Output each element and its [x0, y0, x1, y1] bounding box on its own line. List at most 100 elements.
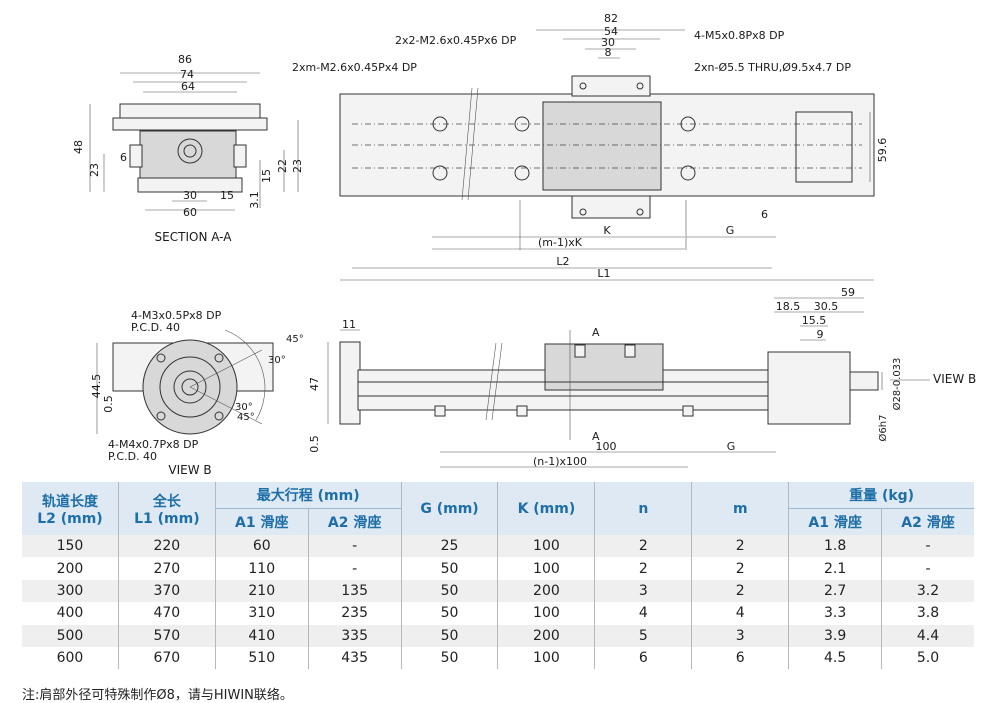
- header-rail-length: 轨道长度 L2 (mm): [22, 482, 119, 535]
- table-cell: 25: [400, 535, 498, 558]
- viewb-callout-pcd-bottom: P.C.D. 40: [108, 450, 157, 463]
- table-cell: 200: [497, 624, 595, 647]
- side-dim-100: 100: [596, 440, 617, 453]
- section-dim-60: 60: [183, 206, 197, 219]
- top-callout-2xm-m2-6: 2xm-M2.6x0.45Px4 DP: [292, 61, 417, 74]
- side-view-b-label: VIEW B: [933, 372, 976, 386]
- viewb-angle-45-bottom: 45°: [237, 412, 255, 423]
- section-dim-74: 74: [180, 68, 194, 81]
- table-cell: 470: [117, 602, 216, 625]
- header-weight-a1: A1 滑座: [788, 508, 882, 535]
- table-cell: -: [307, 535, 402, 558]
- top-dim-l1: L1: [597, 267, 610, 280]
- table-cell: 300: [22, 579, 119, 603]
- section-dim-22: 22: [276, 159, 289, 173]
- table-cell: 270: [117, 557, 216, 580]
- side-dim-0-5: 0.5: [308, 435, 321, 453]
- section-dim-3-1: 3.1: [248, 191, 261, 209]
- viewb-dim-44-5: 44.5: [90, 374, 103, 399]
- section-caption: SECTION A-A: [155, 230, 233, 244]
- table-cell: 50: [400, 579, 498, 603]
- table-cell: 200: [497, 579, 595, 603]
- header-g: G (mm): [400, 482, 498, 535]
- section-dim-15-right: 15: [260, 169, 273, 183]
- side-dim-47: 47: [308, 377, 321, 391]
- table-cell: 400: [22, 602, 119, 625]
- table-cell: 50: [400, 602, 498, 625]
- table-cell: 3.2: [881, 579, 974, 603]
- header-weight-a2: A2 滑座: [881, 508, 974, 535]
- table-cell: 2.7: [788, 579, 882, 603]
- top-callout-2x2-m2-6: 2x2-M2.6x0.45Px6 DP: [395, 34, 517, 47]
- table-cell: 2.1: [788, 557, 882, 580]
- table-cell: 50: [400, 624, 498, 647]
- table-cell: -: [881, 535, 974, 558]
- top-dim-8: 8: [605, 46, 612, 59]
- table-cell: 4.4: [881, 624, 974, 647]
- section-dim-23-left: 23: [88, 163, 101, 177]
- table-cell: 500: [22, 624, 119, 647]
- top-dim-l2: L2: [556, 255, 569, 268]
- side-dim-d6h7: Ø6h7: [877, 415, 889, 442]
- header-stroke-a1: A1 滑座: [214, 508, 309, 535]
- section-dim-30: 30: [183, 189, 197, 202]
- table-cell: 100: [497, 535, 595, 558]
- side-dim-18-5: 18.5: [776, 300, 801, 313]
- table-cell: 235: [307, 602, 402, 625]
- side-section-a-bottom: A: [592, 430, 600, 443]
- table-cell: 2: [594, 535, 692, 558]
- table-cell: 5.0: [881, 646, 974, 670]
- section-dim-23-right: 23: [291, 159, 304, 173]
- table-cell: 100: [497, 602, 595, 625]
- table-cell: 150: [22, 535, 119, 558]
- table-cell: 100: [497, 557, 595, 580]
- table-cell: 4.5: [788, 646, 882, 670]
- viewb-angle-30-top: 30°: [268, 355, 286, 366]
- top-dim-30: 30: [601, 36, 615, 49]
- side-dim-11: 11: [342, 318, 356, 331]
- side-section-a-top: A: [592, 326, 600, 339]
- header-max-stroke: 最大行程 (mm): [214, 482, 402, 509]
- table-cell: -: [307, 557, 402, 580]
- header-n: n: [594, 482, 692, 535]
- table-cell: 1.8: [788, 535, 882, 558]
- table-cell: 3: [691, 624, 789, 647]
- side-dim-30-5: 30.5: [814, 300, 839, 313]
- viewb-angle-30-bottom: 30°: [235, 402, 253, 413]
- table-cell: 200: [22, 557, 119, 580]
- side-dim-59: 59: [841, 286, 855, 299]
- table-cell: 100: [497, 646, 595, 670]
- section-dim-6: 6: [120, 151, 127, 164]
- footnote: 注:肩部外径可特殊制作Ø8，请与HIWIN联络。: [22, 688, 293, 703]
- side-dim-9: 9: [817, 328, 824, 341]
- top-dim-6: 6: [761, 208, 768, 221]
- viewb-caption: VIEW B: [168, 463, 211, 477]
- section-dim-64: 64: [181, 80, 195, 93]
- table-cell: 6: [594, 646, 692, 670]
- table-cell: 2: [691, 579, 789, 603]
- top-dim-59-6: 59.6: [876, 138, 889, 163]
- table-cell: 670: [117, 646, 216, 670]
- top-dim-82: 82: [604, 12, 618, 25]
- table-cell: 3: [594, 579, 692, 603]
- table-cell: 3.9: [788, 624, 882, 647]
- top-callout-4-m5: 4-M5x0.8Px8 DP: [694, 29, 785, 42]
- table-cell: 50: [400, 646, 498, 670]
- header-m: m: [691, 482, 789, 535]
- table-cell: 570: [117, 624, 216, 647]
- side-dim-n-1-100: (n-1)x100: [533, 455, 587, 468]
- table-cell: 5: [594, 624, 692, 647]
- table-cell: 220: [117, 535, 216, 558]
- section-dim-48: 48: [72, 140, 85, 154]
- view-b: 4-M3x0.5Px8 DP P.C.D. 40 4-M4x0.7Px8 DP …: [90, 309, 304, 477]
- viewb-dim-0-5: 0.5: [102, 395, 115, 413]
- table-cell: 4: [691, 602, 789, 625]
- table-cell: 600: [22, 646, 119, 670]
- top-dim-k: K: [603, 224, 611, 237]
- top-callout-2xn-5-5: 2xn-Ø5.5 THRU,Ø9.5x4.7 DP: [694, 61, 851, 74]
- table-cell: 435: [307, 646, 402, 670]
- table-cell: 110: [214, 557, 309, 580]
